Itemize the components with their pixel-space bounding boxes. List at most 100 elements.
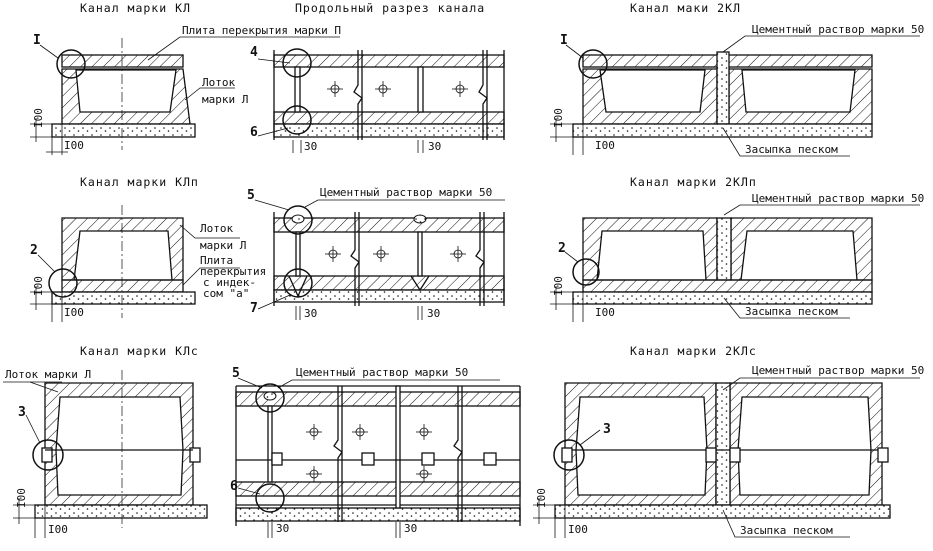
callout-1: I bbox=[560, 33, 568, 48]
longitudinal-section-2: 5 Цементный раствор марки 50 7 30 30 bbox=[247, 186, 505, 320]
dim-100-vertical: I00 bbox=[32, 108, 45, 128]
detail-circle bbox=[32, 439, 64, 471]
sand-base bbox=[572, 123, 873, 138]
leader-line bbox=[39, 44, 59, 59]
sand-fill bbox=[716, 217, 732, 281]
detail-circle bbox=[283, 205, 313, 235]
joint-web bbox=[417, 66, 424, 113]
label-sand: Засыпка песком bbox=[745, 305, 838, 318]
base-slab bbox=[273, 275, 505, 291]
detail-circle bbox=[282, 48, 312, 78]
dim-100-horizontal: I00 bbox=[568, 523, 588, 536]
label-cement: Цементный раствор марки 50 bbox=[752, 192, 924, 205]
tray-right bbox=[728, 68, 873, 125]
title-2klp: Канал марки 2КЛп bbox=[630, 175, 757, 189]
callout-5: 5 bbox=[247, 188, 255, 203]
tray-bottom bbox=[273, 111, 505, 125]
dim-30: 30 bbox=[304, 307, 317, 320]
sand-base bbox=[34, 504, 208, 519]
label-tray-full: Лоток марки Л bbox=[5, 368, 91, 381]
dim-100-vertical: I00 bbox=[552, 108, 565, 128]
dim-100-vertical: I00 bbox=[535, 488, 548, 508]
dim-100-vertical: I00 bbox=[32, 276, 45, 296]
break-line bbox=[478, 50, 488, 140]
label-cement: Цементный раствор марки 50 bbox=[752, 364, 924, 377]
detail-circle bbox=[255, 383, 285, 413]
label-cement: Цементный раствор марки 50 bbox=[296, 366, 468, 379]
dim-100-horizontal: I00 bbox=[64, 139, 84, 152]
detail-circle bbox=[282, 105, 312, 135]
dim-100-horizontal: I00 bbox=[48, 523, 68, 536]
sand-fill bbox=[716, 51, 730, 125]
dim-30: 30 bbox=[428, 140, 441, 153]
section-kls: 3 Лоток марки Л I00 I00 bbox=[3, 368, 208, 538]
detail-circle bbox=[578, 49, 608, 79]
label-plate-a: Плита bbox=[200, 254, 233, 267]
title-klp: Канал марки КЛп bbox=[80, 175, 199, 189]
dim-100-horizontal: I00 bbox=[595, 139, 615, 152]
tray bbox=[61, 68, 191, 125]
connector-blocks bbox=[271, 452, 497, 466]
sand-base bbox=[554, 504, 891, 519]
dim-30: 30 bbox=[404, 522, 417, 535]
callout-3: 3 bbox=[603, 422, 611, 437]
sand-base bbox=[273, 123, 505, 138]
connector bbox=[189, 447, 201, 463]
leader-line bbox=[147, 36, 340, 61]
cover-slab bbox=[61, 54, 184, 68]
label-cement: Цементный раствор марки 50 bbox=[752, 23, 924, 36]
label-tray: марки Л bbox=[200, 239, 246, 252]
dim-100-vertical: I00 bbox=[15, 488, 28, 508]
dim-100-horizontal: I00 bbox=[595, 306, 615, 319]
center-mark-icon bbox=[325, 246, 466, 262]
dim-30: 30 bbox=[304, 140, 317, 153]
callout-7: 7 bbox=[250, 301, 258, 316]
break-line bbox=[353, 50, 363, 140]
callout-4: 4 bbox=[250, 45, 258, 60]
center-mark-icon bbox=[306, 424, 432, 482]
section-2kl: I Цементный раствор марки 50 Засыпка пес… bbox=[550, 23, 924, 157]
tray-pair bbox=[44, 382, 194, 506]
label-cement: Цементный раствор марки 50 bbox=[320, 186, 492, 199]
cover-slab bbox=[273, 54, 505, 68]
label-tray: Лоток bbox=[200, 222, 233, 235]
tray-left bbox=[582, 217, 718, 281]
tray-inverted bbox=[61, 217, 184, 281]
detail-circle bbox=[255, 483, 285, 513]
title-2kl: Канал маки 2КЛ bbox=[630, 1, 741, 15]
leader-line bbox=[722, 127, 850, 157]
callout-6: 6 bbox=[230, 479, 238, 494]
title-2kls: Канал марки 2КЛс bbox=[630, 344, 757, 358]
joint-web bbox=[294, 66, 301, 113]
detail-circle bbox=[553, 439, 585, 471]
dim-30: 30 bbox=[276, 522, 289, 535]
callout-2: 2 bbox=[30, 243, 38, 258]
detail-circle bbox=[572, 258, 600, 286]
sand-fill bbox=[715, 382, 731, 506]
label-plate-a: с индек- bbox=[203, 276, 256, 289]
title-section: Продольный разрез канала bbox=[295, 1, 485, 15]
bottom-slab bbox=[235, 481, 521, 497]
label-sand: Засыпка песком bbox=[745, 143, 838, 156]
leader-line bbox=[722, 35, 920, 53]
section-2klp: 2 Цементный раствор марки 50 Засыпка пес… bbox=[550, 192, 924, 322]
dim-100-horizontal: I00 bbox=[64, 306, 84, 319]
label-tray: марки Л bbox=[202, 93, 248, 106]
base-slab bbox=[582, 279, 873, 293]
tray-pair-right bbox=[729, 382, 883, 506]
callout-6: 6 bbox=[250, 125, 258, 140]
connector bbox=[41, 447, 53, 463]
cement-joint bbox=[291, 214, 305, 224]
leader-line bbox=[184, 87, 235, 101]
tray-right bbox=[730, 217, 873, 281]
longitudinal-section-3: 5 Цементный раствор марки 50 6 30 30 bbox=[230, 366, 521, 538]
sand-base bbox=[572, 291, 873, 305]
label-tray: Лоток bbox=[202, 76, 235, 89]
section-kl: I Плита перекрытия марки П Лоток марки Л… bbox=[30, 24, 341, 155]
label-plate-a: перекрытия bbox=[200, 265, 266, 278]
callout-1: I bbox=[33, 33, 41, 48]
dim-30: 30 bbox=[427, 307, 440, 320]
top-slab bbox=[235, 391, 521, 407]
tray-pair-left bbox=[564, 382, 717, 506]
callout-3: 3 bbox=[18, 405, 26, 420]
